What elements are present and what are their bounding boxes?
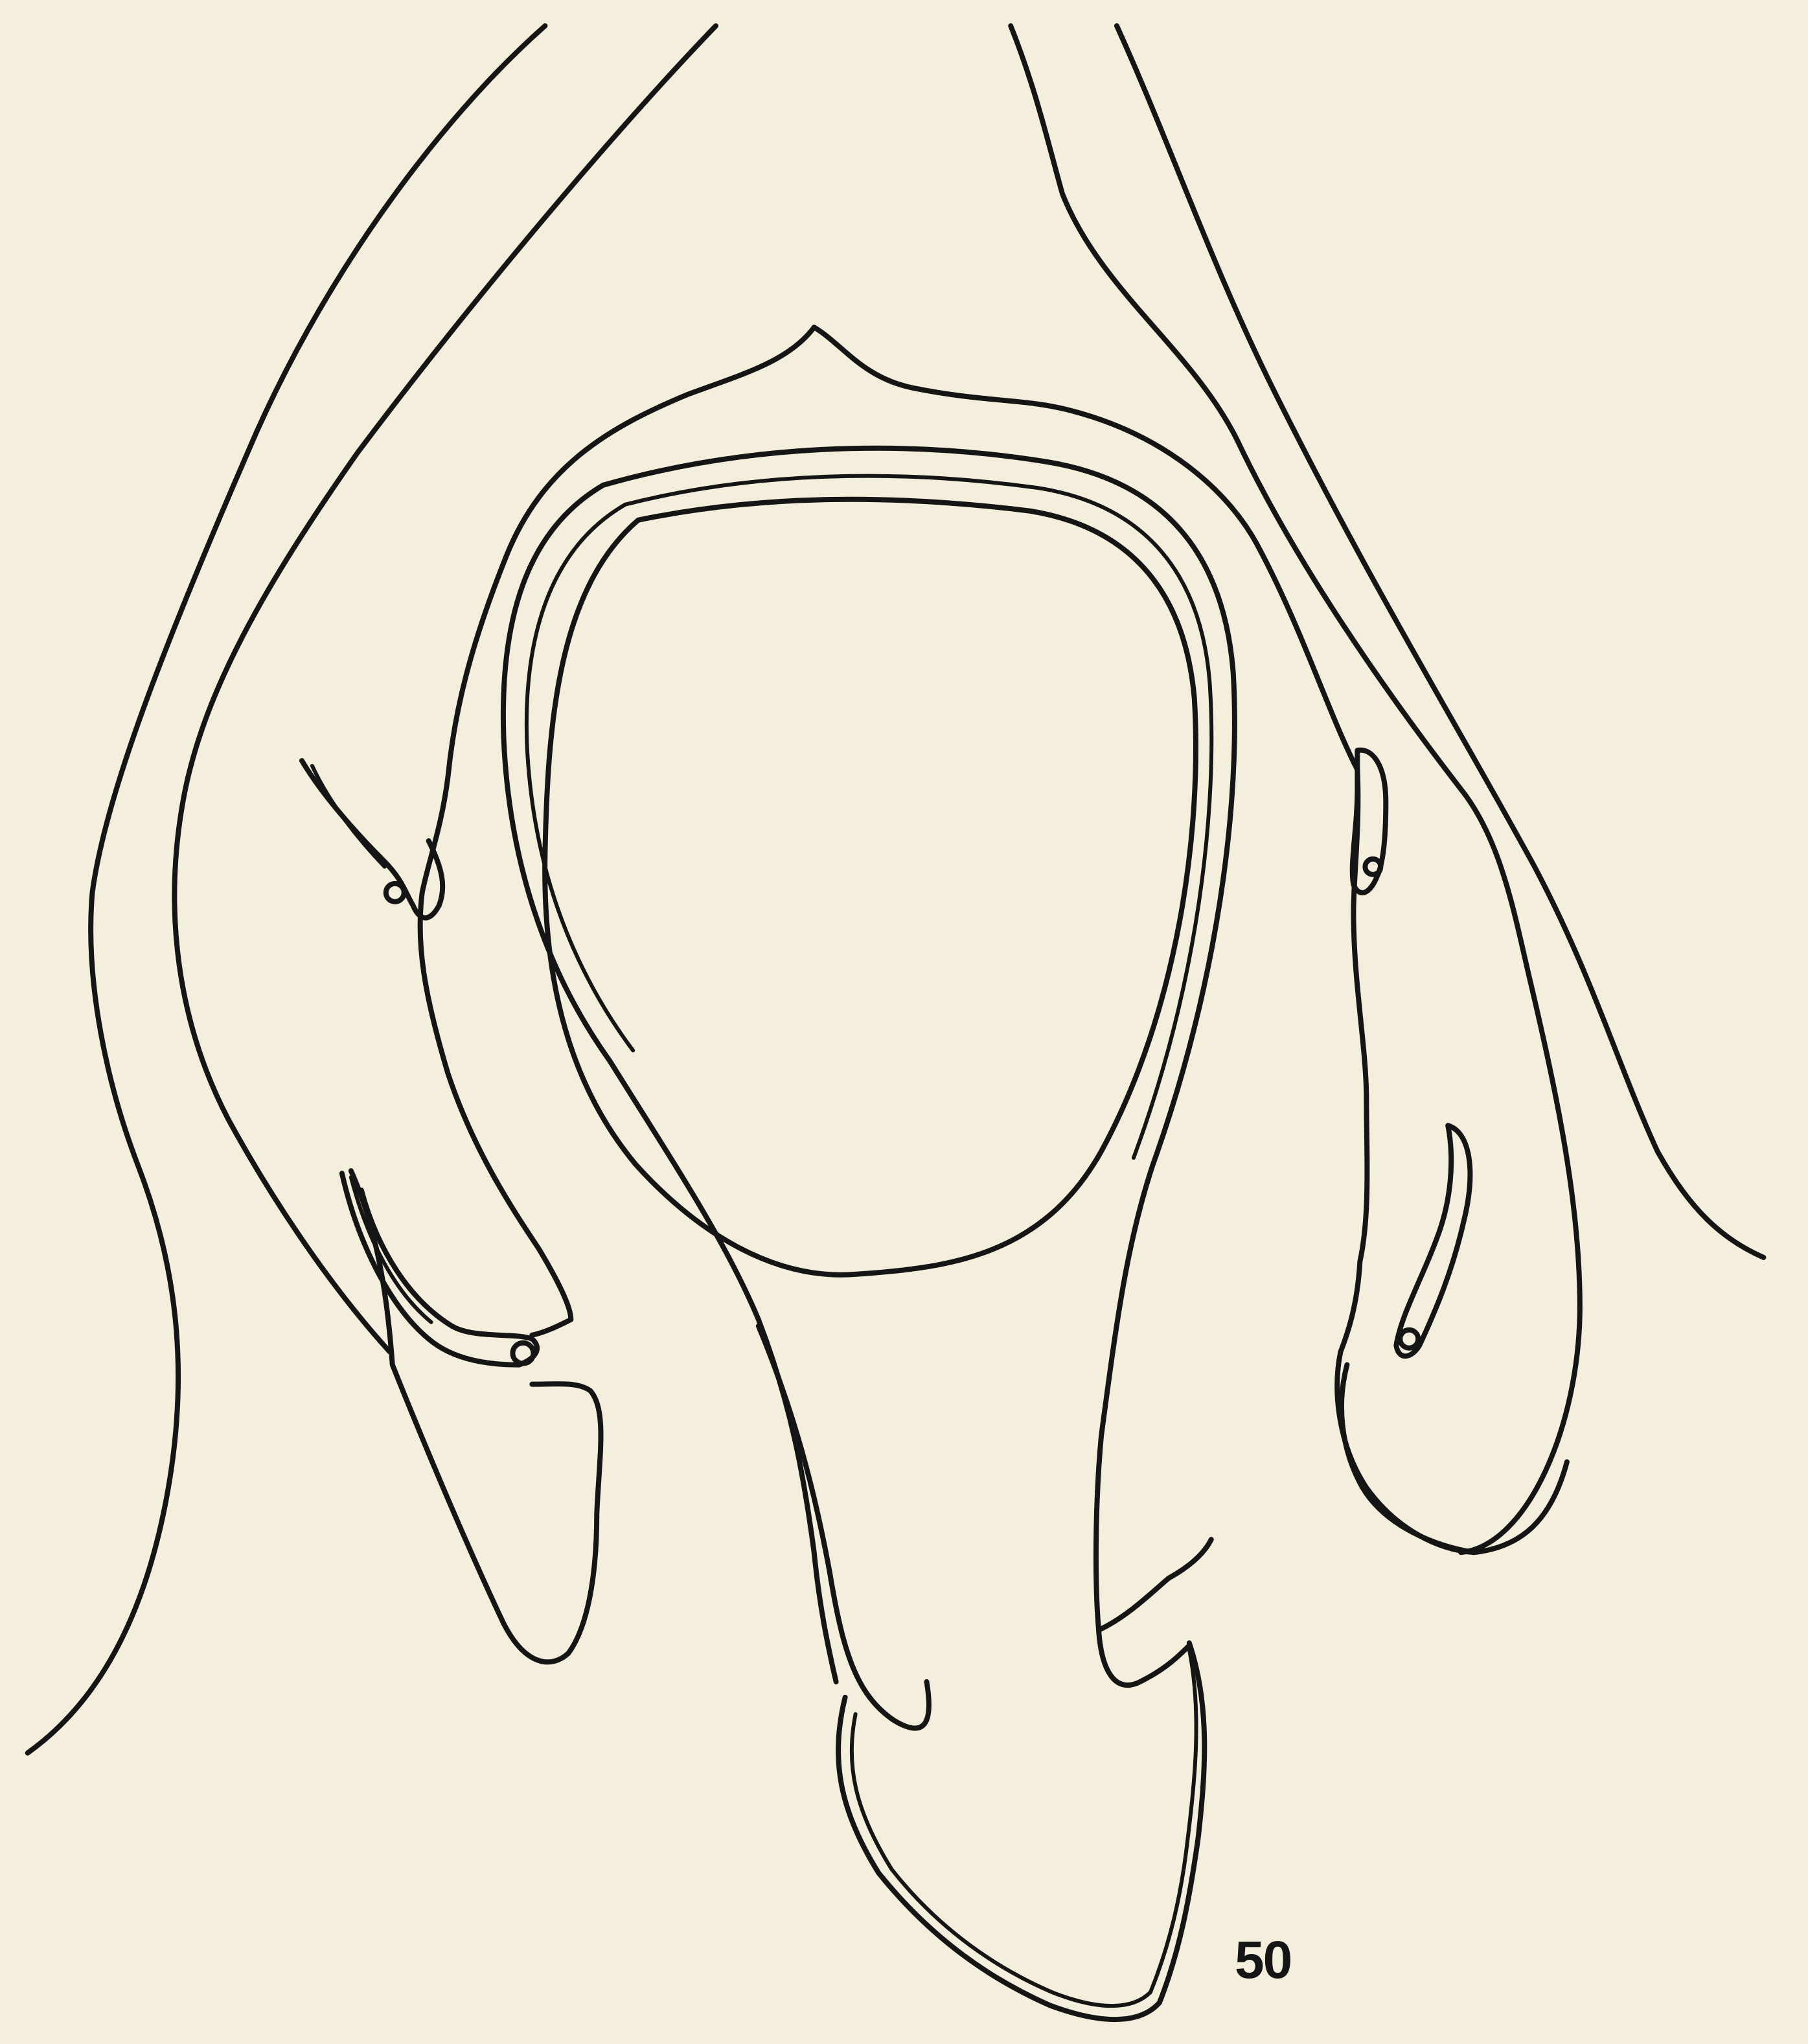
stalk-base-inner [852,1649,1196,2006]
lower-right-appendage [1396,1125,1470,1356]
ring-outer-left [503,485,836,1682]
stalk-base [838,1643,1204,2019]
upper-left-pore [386,884,404,902]
right-outer-curve [1117,26,1763,1257]
stalk-right [1099,1630,1189,1685]
ring-middle [625,476,1211,1158]
body-outline [814,327,1474,1552]
body-left-contour [420,327,814,1335]
left-outer-curve [28,26,545,1753]
right-inner-curve [1011,26,1580,1552]
lower-right-lobe [1342,1365,1567,1553]
stalk-left [759,1326,929,1728]
lower-right-pore [1400,1330,1418,1348]
lower-left-lobe [351,1171,601,1662]
ring-outer [603,448,1235,1630]
left-inner-curve [174,26,716,1352]
figure-number: 50 [1235,1934,1332,1987]
ring-middle-left [527,505,633,1051]
ring-inner [545,500,1196,1275]
upper-right-pore [1365,859,1380,875]
